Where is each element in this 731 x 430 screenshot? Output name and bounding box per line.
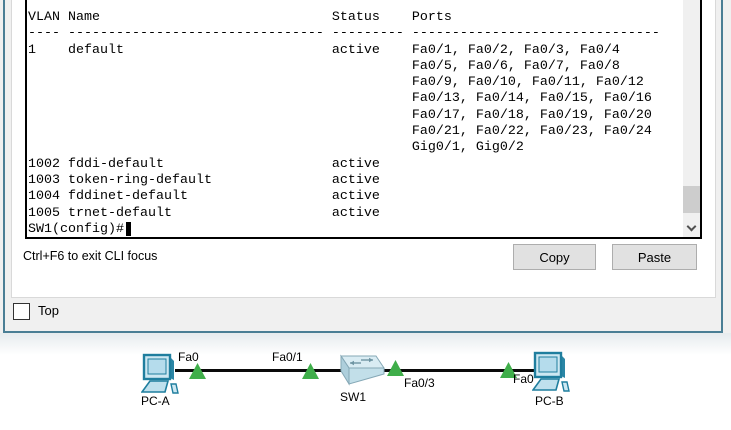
- device-label-sw1: SW1: [340, 390, 367, 404]
- cli-terminal[interactable]: VLAN Name Status Ports ---- ------------…: [25, 0, 702, 239]
- topology-canvas: [0, 333, 731, 355]
- cli-focus-hint: Ctrl+F6 to exit CLI focus: [23, 249, 158, 263]
- paste-button[interactable]: Paste: [612, 244, 697, 270]
- chevron-down-icon: [686, 221, 697, 232]
- terminal-scrollbar[interactable]: [683, 0, 700, 237]
- pc-icon[interactable]: [532, 350, 572, 394]
- terminal-cursor: [126, 221, 131, 236]
- device-label-pca: PC-A: [141, 394, 170, 408]
- device-label-pcb: PC-B: [535, 394, 564, 408]
- scrollbar-thumb[interactable]: [683, 186, 700, 213]
- port-label-pca: Fa0: [178, 350, 199, 364]
- switch-icon[interactable]: [328, 354, 386, 390]
- port-label-pcb: Fa0: [513, 372, 534, 386]
- port-label-sw1-right: Fa0/3: [404, 376, 435, 390]
- terminal-output: VLAN Name Status Ports ---- ------------…: [28, 10, 660, 237]
- copy-button[interactable]: Copy: [513, 244, 596, 270]
- scroll-down-button[interactable]: [683, 220, 700, 237]
- pc-icon[interactable]: [141, 352, 181, 396]
- top-checkbox-label: Top: [38, 303, 59, 318]
- port-label-sw1-left: Fa0/1: [272, 350, 303, 364]
- top-checkbox[interactable]: [13, 303, 30, 320]
- link-up-triangle-icon: [387, 360, 404, 376]
